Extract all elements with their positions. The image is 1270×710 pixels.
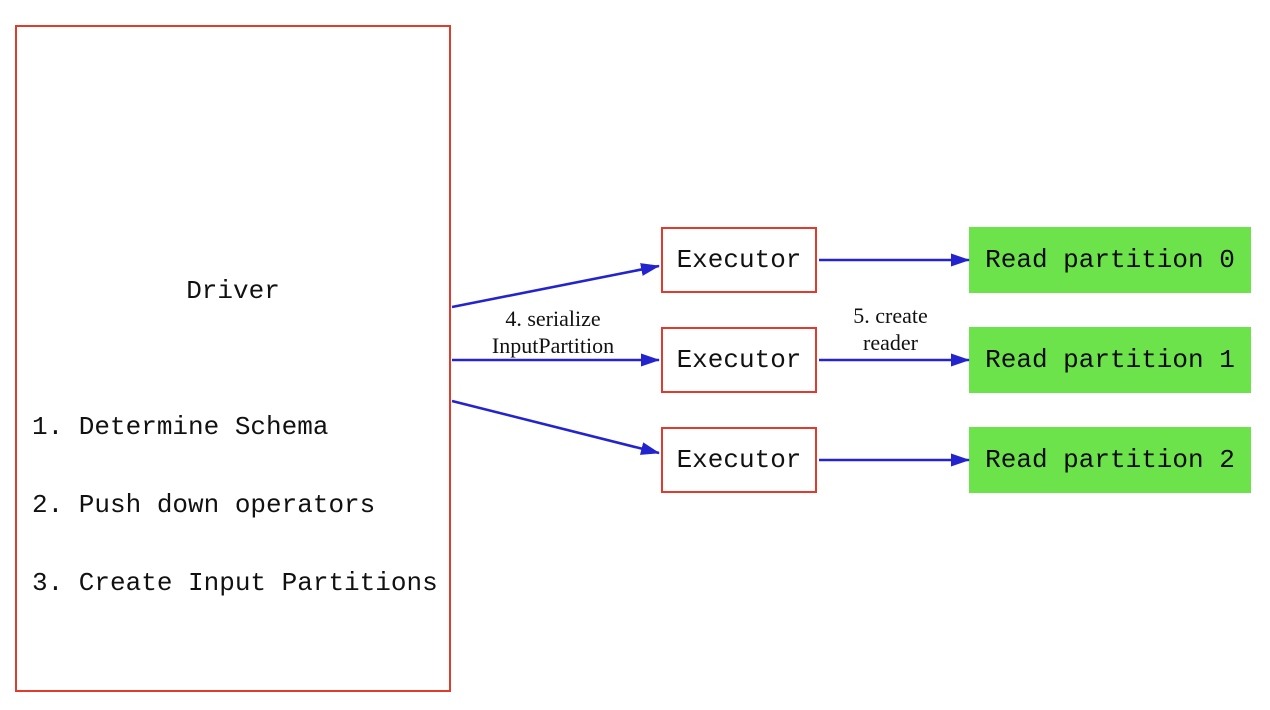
driver-step-3: 3. Create Input Partitions [32, 568, 438, 598]
arrow-driver-to-executor-0 [451, 263, 660, 309]
read-partition-label: Read partition 0 [985, 245, 1235, 275]
driver-step-2: 2. Push down operators [32, 490, 376, 520]
executor-label: Executor [676, 245, 802, 275]
executor-box-1: Executor [661, 327, 817, 393]
read-partition-box-1: Read partition 1 [969, 327, 1251, 393]
edge-label-line: reader [863, 330, 918, 355]
driver-title: Driver [186, 276, 280, 306]
edge-label-serialize-inputpartition: 4. serialize InputPartition [448, 305, 658, 359]
edge-label-line: 4. serialize [505, 306, 601, 331]
executor-label: Executor [676, 345, 802, 375]
executor-box-0: Executor [661, 227, 817, 293]
edge-label-line: 5. create [853, 303, 928, 328]
edge-label-create-reader: 5. create reader [818, 302, 963, 356]
read-partition-box-2: Read partition 2 [969, 427, 1251, 493]
driver-steps-list: 1. Determine Schema 2. Push down operato… [32, 362, 452, 648]
read-partition-label: Read partition 1 [985, 345, 1235, 375]
driver-box [15, 25, 451, 692]
executor-label: Executor [676, 445, 802, 475]
read-partition-label: Read partition 2 [985, 445, 1235, 475]
arrow-driver-to-executor-2 [451, 399, 660, 455]
executor-box-2: Executor [661, 427, 817, 493]
edge-label-line: InputPartition [491, 333, 615, 358]
driver-step-1: 1. Determine Schema [32, 412, 329, 442]
read-partition-box-0: Read partition 0 [969, 227, 1251, 293]
